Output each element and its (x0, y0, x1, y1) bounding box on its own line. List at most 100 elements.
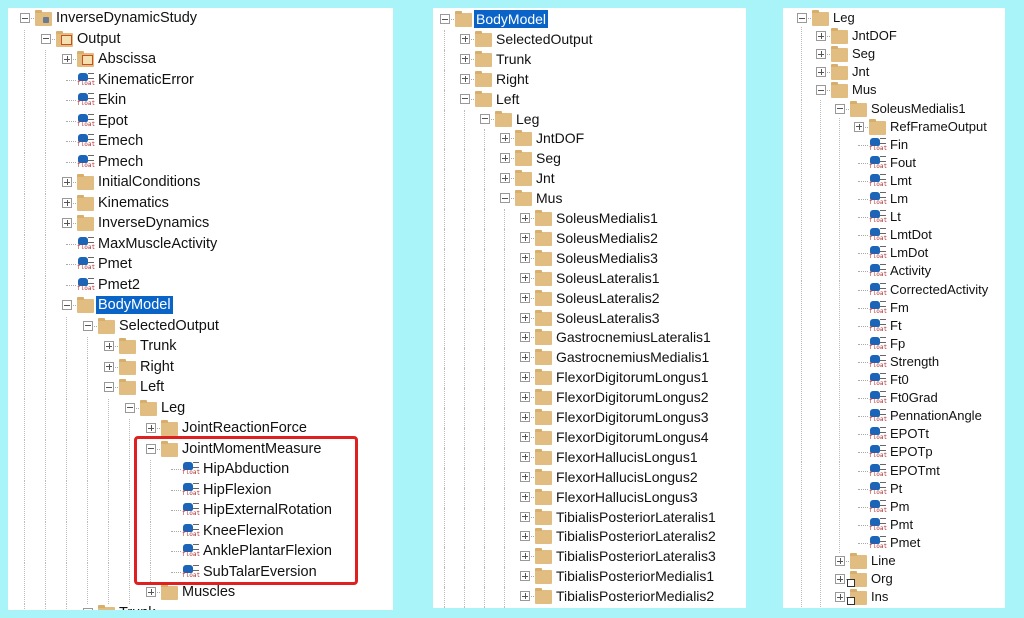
collapse-icon[interactable] (104, 382, 114, 392)
tree-item[interactable]: SoleusLateralis1 (433, 268, 746, 289)
tree-item[interactable]: SelectedOutput (433, 29, 746, 50)
expand-icon[interactable] (520, 511, 530, 522)
expand-icon[interactable] (520, 312, 530, 323)
expand-icon[interactable] (520, 392, 530, 403)
expand-icon[interactable] (520, 352, 530, 363)
expand-icon[interactable] (62, 218, 72, 228)
tree-item[interactable]: FlexorHallucisLongus2 (433, 467, 746, 488)
collapse-icon[interactable] (440, 14, 450, 24)
expand-icon[interactable] (520, 471, 530, 482)
tree-item[interactable]: JointMomentMeasure (8, 439, 393, 461)
expand-icon[interactable] (835, 574, 845, 585)
tree-item[interactable]: Seg (433, 149, 746, 170)
expand-icon[interactable] (104, 341, 114, 351)
tree-item[interactable]: TibialisPosteriorLateralis3 (433, 547, 746, 568)
expand-icon[interactable] (520, 531, 530, 542)
tree-item[interactable]: SoleusMedialis3 (433, 248, 746, 269)
tree-item[interactable]: Trunk (8, 337, 393, 358)
tree-item[interactable]: Right (8, 357, 393, 379)
expand-icon[interactable] (520, 431, 530, 442)
expand-icon[interactable] (854, 121, 864, 132)
expand-icon[interactable] (104, 361, 114, 372)
tree-item[interactable]: RefFrameOutput (783, 117, 1005, 137)
tree-item[interactable]: InverseDynamics (8, 214, 393, 235)
collapse-icon[interactable] (83, 320, 93, 331)
expand-icon[interactable] (520, 213, 530, 223)
tree-item[interactable]: FlexorHallucisLongus3 (433, 487, 746, 508)
tree-item[interactable]: SoleusMedialis1 (433, 209, 746, 229)
expand-icon[interactable] (62, 197, 72, 208)
tree-item[interactable]: SoleusMedialis2 (433, 228, 746, 249)
expand-icon[interactable] (146, 587, 156, 597)
tree-item[interactable]: JntDOF (433, 129, 746, 150)
tree-item[interactable]: FlexorDigitorumLongus2 (433, 388, 746, 409)
tree-item[interactable]: Trunk (433, 49, 746, 70)
expand-icon[interactable] (520, 571, 530, 582)
collapse-icon[interactable] (500, 193, 510, 204)
collapse-icon[interactable] (480, 113, 490, 124)
tree-item[interactable]: Org (783, 570, 1005, 590)
tree-item[interactable]: Ins (783, 588, 1005, 608)
expand-icon[interactable] (460, 33, 470, 44)
tree-item[interactable]: SoleusLateralis2 (433, 288, 746, 309)
expand-icon[interactable] (460, 53, 470, 64)
collapse-icon[interactable] (41, 33, 51, 44)
tree-item[interactable]: Left (433, 89, 746, 110)
tree-item[interactable]: TibialisPosteriorMedialis3 (433, 607, 746, 608)
tree-item[interactable]: TibialisPosteriorMedialis1 (433, 567, 746, 588)
tree-item[interactable]: Line (783, 552, 1005, 571)
tree-item[interactable]: Seg (783, 45, 1005, 65)
expand-icon[interactable] (520, 412, 530, 422)
expand-icon[interactable] (500, 133, 510, 144)
expand-icon[interactable] (520, 332, 530, 343)
tree-item[interactable]: BodyModel (433, 10, 746, 28)
tree-item[interactable]: InitialConditions (8, 173, 393, 194)
expand-icon[interactable] (816, 49, 826, 60)
tree-item[interactable]: GastrocnemiusLateralis1 (433, 328, 746, 349)
tree-item[interactable]: Leg (783, 9, 1005, 27)
tree-item[interactable]: Mus (433, 189, 746, 210)
tree-item[interactable]: JointReactionForce (8, 419, 393, 440)
expand-icon[interactable] (62, 177, 72, 187)
tree-item[interactable]: SoleusLateralis3 (433, 308, 746, 329)
tree-item[interactable]: Right (433, 69, 746, 90)
collapse-icon[interactable] (146, 443, 156, 454)
tree-item[interactable]: TibialisPosteriorLateralis2 (433, 527, 746, 548)
tree-item[interactable]: Leg (8, 398, 393, 420)
expand-icon[interactable] (520, 491, 530, 502)
tree-item[interactable]: Output (8, 29, 393, 51)
tree-item[interactable]: Left (8, 378, 393, 399)
collapse-icon[interactable] (797, 13, 807, 23)
expand-icon[interactable] (500, 153, 510, 164)
collapse-icon[interactable] (62, 300, 72, 310)
tree-item[interactable]: Jnt (433, 169, 746, 190)
expand-icon[interactable] (835, 592, 845, 603)
expand-icon[interactable] (520, 272, 530, 283)
